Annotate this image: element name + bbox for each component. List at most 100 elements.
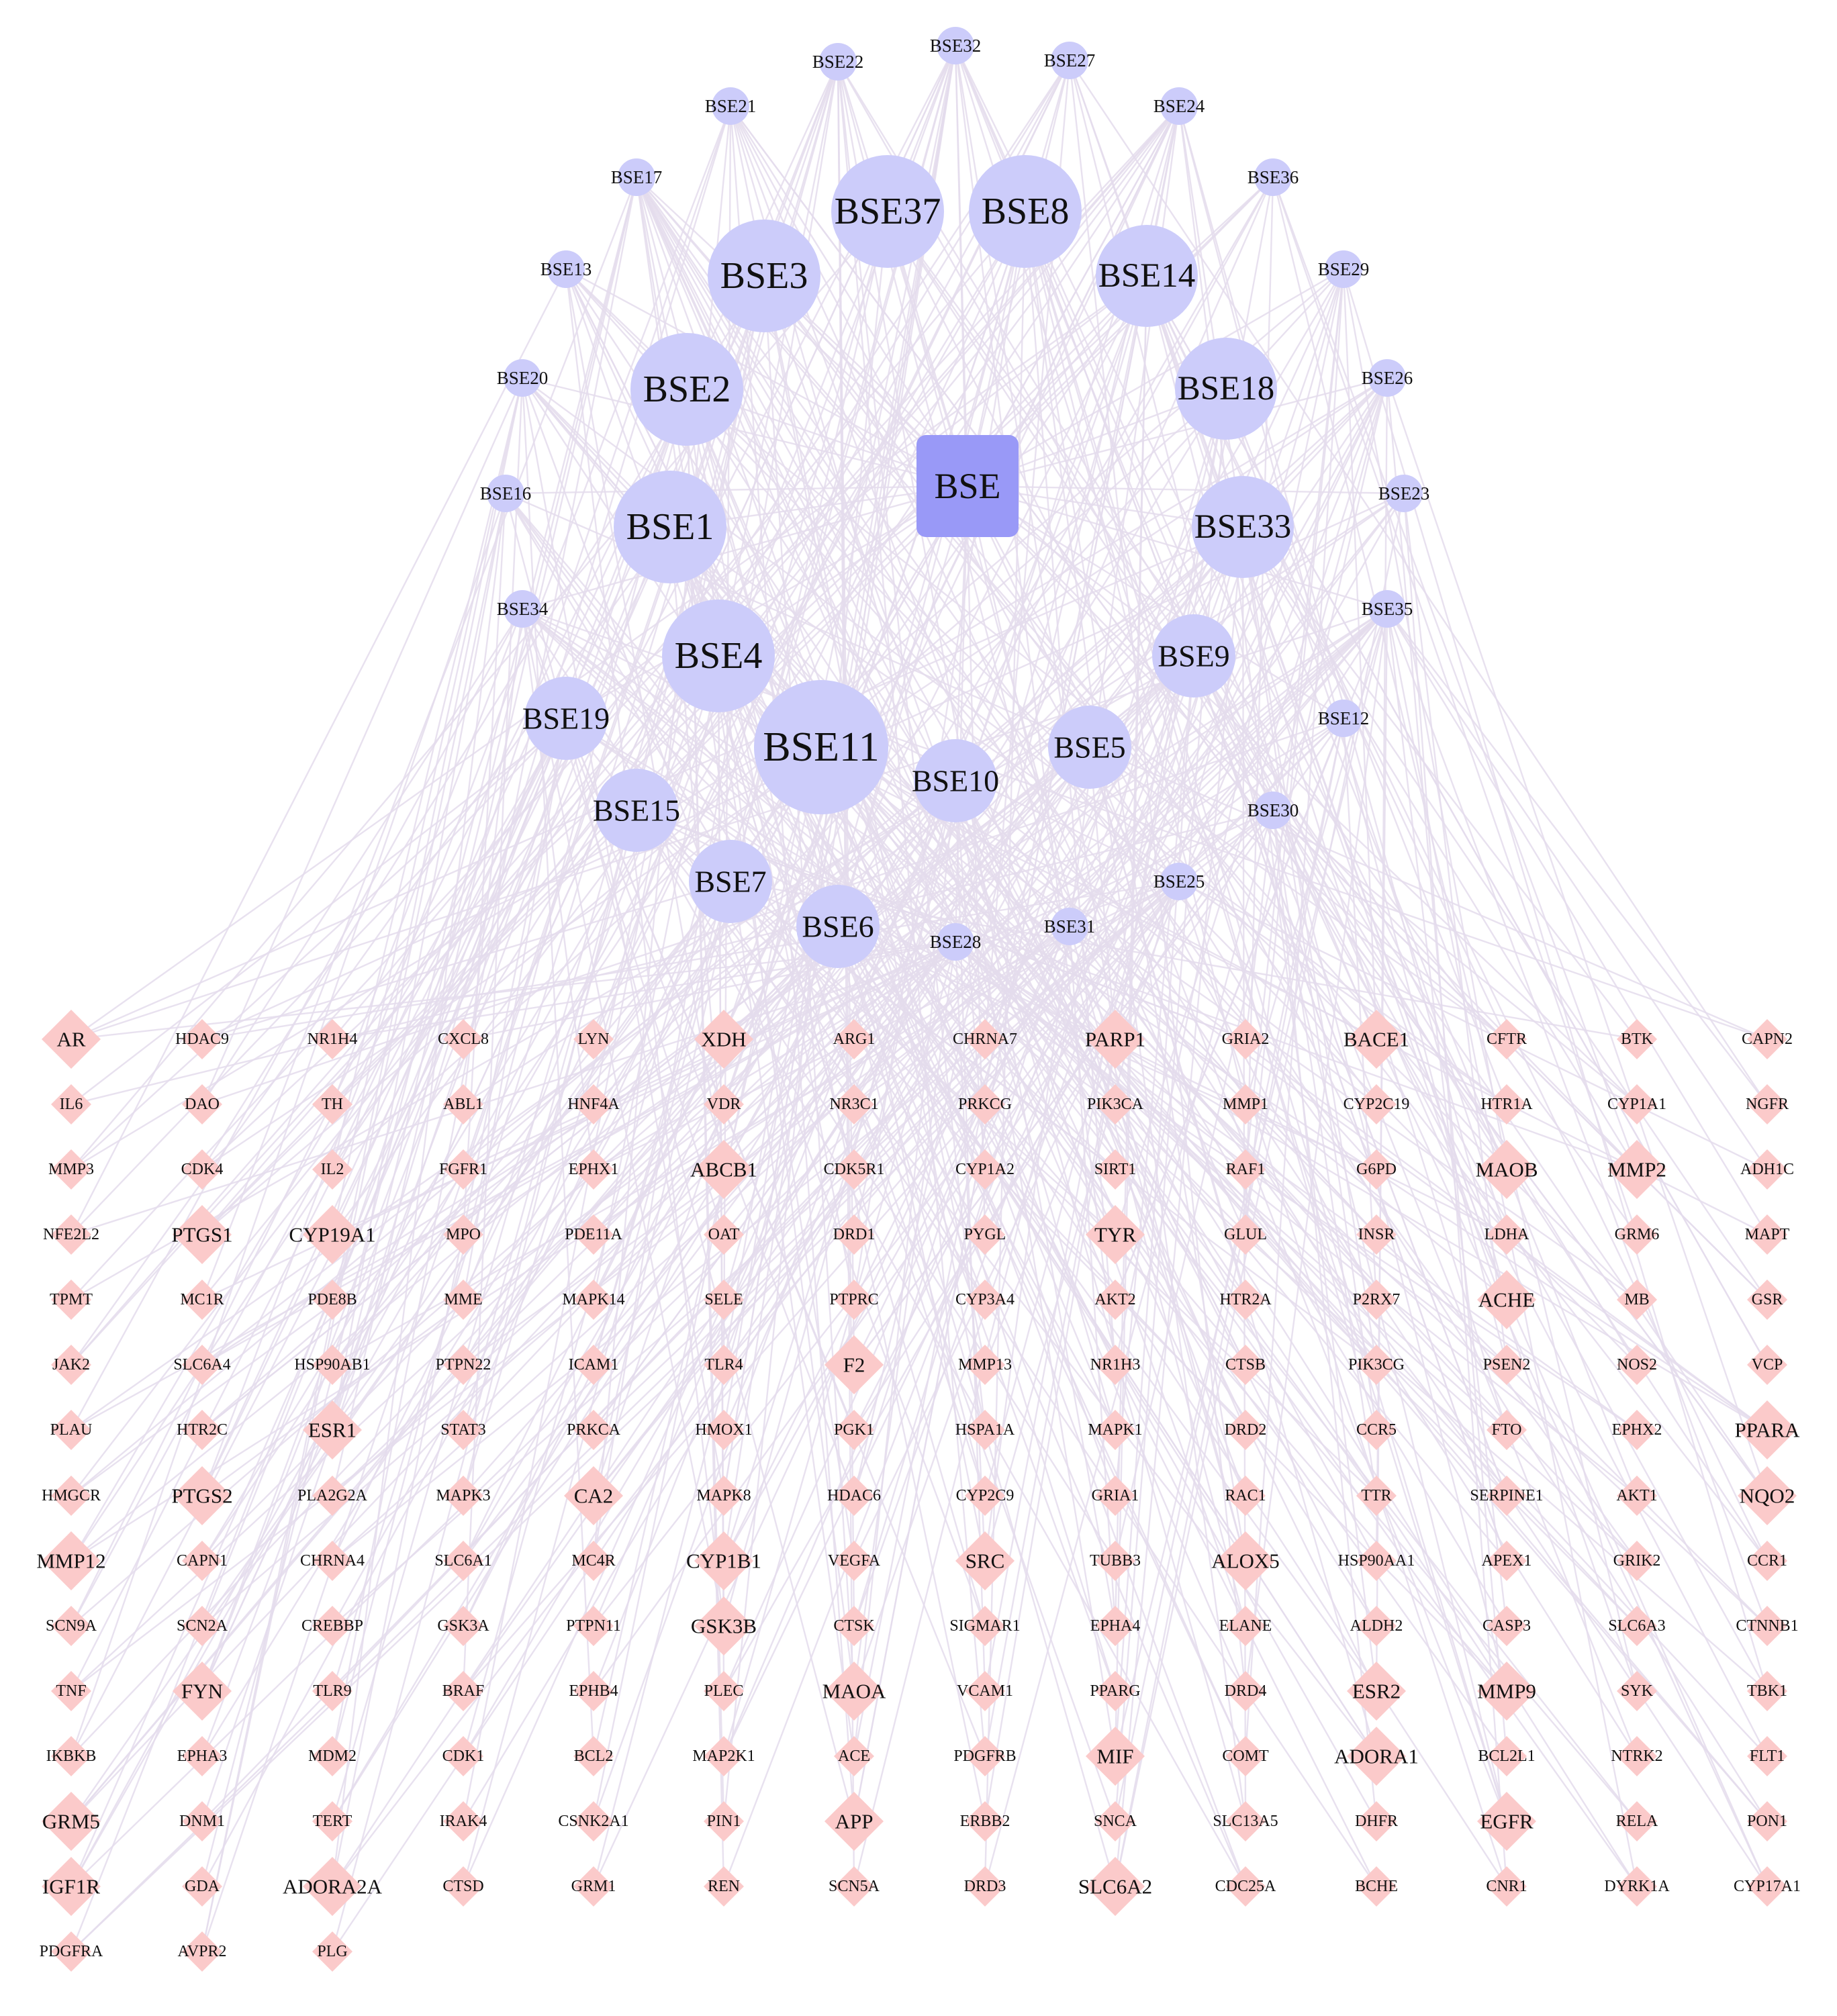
- edge: [201, 177, 638, 1300]
- edge: [593, 881, 1180, 1692]
- target-node-diamond: [1225, 1019, 1266, 1059]
- target-node: VCP: [1747, 1345, 1787, 1385]
- compound-node-circle: [754, 680, 888, 814]
- target-node-label: MME: [444, 1291, 482, 1308]
- target-node-diamond: [704, 1214, 744, 1255]
- target-node-label: PLEC: [704, 1682, 744, 1700]
- target-node-diamond: [1356, 1280, 1397, 1320]
- target-node-diamond: [1225, 1214, 1266, 1255]
- target-node-label: ESR1: [308, 1419, 357, 1442]
- target-node: TH: [312, 1084, 352, 1124]
- target-node: MB: [1617, 1280, 1657, 1320]
- target-node-label: NR1H3: [1090, 1356, 1141, 1374]
- target-node-label: F2: [843, 1353, 865, 1377]
- target-node-label: MMP13: [958, 1356, 1012, 1374]
- target-node-diamond: [834, 1084, 874, 1124]
- edge: [954, 780, 1117, 1757]
- target-node-label: MDM2: [308, 1747, 357, 1765]
- edge: [1386, 608, 1769, 1627]
- edge: [729, 105, 855, 1822]
- target-node-diamond: [834, 1410, 874, 1450]
- edge: [1114, 526, 1244, 1887]
- target-node: G6PD: [1356, 1149, 1397, 1190]
- target-node: ABL1: [443, 1084, 483, 1124]
- target-node-diamond: [704, 1084, 744, 1124]
- target-node-diamond: [443, 1345, 483, 1385]
- compound-node-circle: [1325, 700, 1362, 737]
- target-node-label: BACE1: [1344, 1028, 1409, 1051]
- target-node-diamond: [312, 1931, 352, 1972]
- target-node-label: EGFR: [1480, 1810, 1534, 1833]
- target-node: MAPK8: [696, 1476, 751, 1516]
- target-node-diamond: [443, 1736, 483, 1776]
- target-node-diamond: [573, 1541, 614, 1581]
- target-node: PSEN2: [1483, 1345, 1530, 1385]
- edge: [332, 493, 1405, 1887]
- compound-node: BSE16: [480, 475, 531, 512]
- target-node: JAK2: [51, 1345, 91, 1385]
- compound-node-label: BSE5: [1053, 730, 1125, 765]
- target-node: ALOX5: [1211, 1531, 1280, 1590]
- target-node-diamond: [1225, 1606, 1266, 1646]
- target-node: PGK1: [834, 1410, 874, 1450]
- target-node-diamond: [1617, 1671, 1657, 1711]
- edge: [1272, 177, 1638, 1692]
- edge: [635, 177, 1769, 1887]
- target-node-label: CDK1: [442, 1747, 485, 1765]
- target-node-label: CAPN1: [177, 1552, 228, 1570]
- target-node-label: HSP90AA1: [1338, 1552, 1415, 1570]
- target-node-diamond: [182, 1019, 222, 1059]
- target-node-diamond: [1617, 1541, 1657, 1581]
- compound-node-label: BSE11: [763, 724, 879, 770]
- target-node-diamond: [182, 1280, 222, 1320]
- edge: [592, 275, 1148, 1692]
- target-node-diamond: [1356, 1345, 1397, 1385]
- target-node: MAPK3: [436, 1476, 491, 1516]
- target-node-label: DHFR: [1355, 1813, 1398, 1830]
- edge: [70, 526, 1243, 1496]
- target-node-diamond: [965, 1214, 1005, 1255]
- target-node: EPHX2: [1612, 1410, 1662, 1450]
- target-node-diamond: [182, 1801, 222, 1841]
- edge: [1024, 211, 1247, 1105]
- target-node-diamond: [1225, 1736, 1266, 1776]
- target-node: FTO: [1487, 1410, 1527, 1450]
- target-node-label: PTGS2: [171, 1484, 232, 1508]
- compound-node: BSE37: [831, 155, 944, 268]
- target-node-label: SELE: [704, 1291, 743, 1308]
- target-node-label: MMP12: [36, 1549, 105, 1573]
- target-node-diamond: [443, 1541, 483, 1581]
- target-node: EPHA3: [177, 1736, 227, 1776]
- target-node-label: PON1: [1747, 1813, 1787, 1830]
- compound-node-circle: [618, 158, 655, 196]
- compound-node: BSE10: [912, 739, 999, 822]
- compound-node-circle: [1368, 590, 1406, 628]
- target-node-label: PIK3CA: [1087, 1096, 1144, 1113]
- target-node: PIK3CG: [1348, 1345, 1405, 1385]
- compound-node: BSE31: [1044, 908, 1095, 945]
- edge: [331, 608, 524, 1105]
- edge: [462, 45, 957, 1887]
- compound-node: BSE35: [1362, 590, 1413, 628]
- target-node-label: DYRK1A: [1604, 1878, 1670, 1895]
- edge: [565, 269, 1508, 1692]
- target-node-label: HNF4A: [567, 1096, 620, 1113]
- target-node: SLC6A3: [1608, 1606, 1666, 1646]
- target-node-label: CHRNA4: [300, 1552, 365, 1570]
- target-node-diamond: [1487, 1541, 1527, 1581]
- target-node-diamond: [312, 1084, 352, 1124]
- target-node: SCN2A: [177, 1606, 228, 1646]
- target-node: CYP19A1: [289, 1205, 376, 1264]
- target-node-label: APP: [835, 1810, 874, 1833]
- target-node-label: SCN5A: [829, 1878, 880, 1895]
- edge: [955, 780, 1377, 1235]
- target-node-diamond: [1617, 1019, 1657, 1059]
- target-node-diamond: [1487, 1606, 1527, 1646]
- target-node: SCN9A: [46, 1606, 97, 1646]
- target-node-label: MAP2K1: [692, 1747, 755, 1765]
- compound-node-circle: [1051, 42, 1088, 79]
- target-node-label: CCR1: [1747, 1552, 1787, 1570]
- target-node: CAPN2: [1742, 1019, 1793, 1059]
- target-node: P2RX7: [1353, 1280, 1400, 1320]
- compound-node-label: BSE4: [675, 635, 763, 677]
